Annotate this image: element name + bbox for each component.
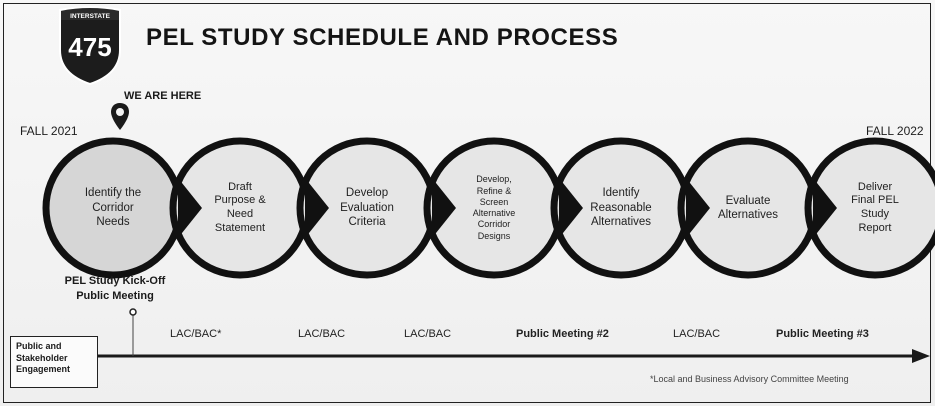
step-label-2: Draft Purpose & Need Statement	[214, 180, 266, 234]
kickoff-dot	[129, 308, 137, 316]
step-arrow-tip-4	[559, 178, 583, 238]
shield-label: INTERSTATE	[70, 13, 111, 20]
milestone-label-4: Public Meeting #2	[516, 328, 609, 340]
location-pin-icon	[111, 103, 129, 130]
milestone-label-5: LAC/BAC	[673, 328, 721, 340]
step-label-1: Identify the Corridor Needs	[84, 187, 142, 229]
step-label-6: Evaluate Alternatives	[717, 194, 779, 221]
step-arrow-tip-5	[686, 178, 710, 238]
step-label-5: Identify Reasonable Alternatives	[590, 187, 652, 229]
milestone-label-1: LAC/BAC*	[170, 328, 222, 340]
shield-number: 475	[68, 32, 111, 62]
footnote: *Local and Business Advisory Committee M…	[650, 374, 849, 384]
interstate-shield-icon: INTERSTATE 475	[59, 6, 121, 86]
timeline-start-label: FALL 2021	[20, 124, 78, 138]
step-arrow-tip-3	[432, 178, 456, 238]
milestone-label-3: LAC/BAC	[404, 328, 452, 340]
timeline-arrowhead-icon	[912, 349, 930, 363]
step-label-3: Develop Evaluation Criteria	[340, 187, 394, 229]
kickoff-meeting-label: PEL Study Kick-Off Public Meeting	[64, 275, 166, 302]
step-circle-7	[804, 137, 935, 279]
milestone-label-6: Public Meeting #3	[776, 328, 869, 340]
step-arrow-tip-2	[305, 178, 329, 238]
we-are-here-label: WE ARE HERE	[124, 90, 202, 102]
timeline-end-label: FALL 2022	[866, 124, 924, 138]
page-title: PEL STUDY SCHEDULE AND PROCESS	[146, 24, 619, 51]
engagement-label-box: Public and Stakeholder Engagement	[10, 336, 98, 388]
milestone-label-2: LAC/BAC	[298, 328, 346, 340]
step-label-7: Deliver Final PEL Study Report	[851, 180, 899, 234]
step-arrow-tip-1	[178, 178, 202, 238]
step-arrow-tip-6	[813, 178, 837, 238]
step-label-4: Develop, Refine & Screen Alternative Cor…	[472, 174, 516, 241]
